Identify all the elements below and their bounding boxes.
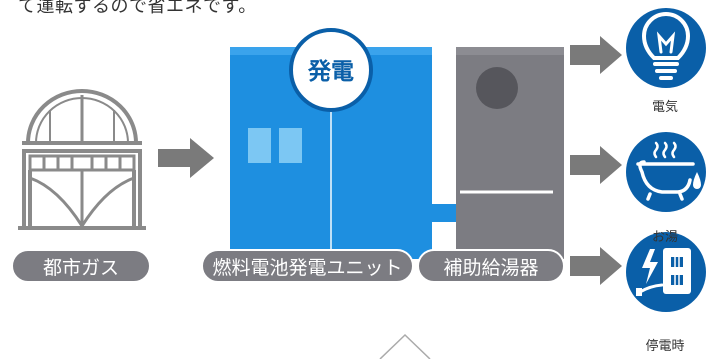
fuel-cell-label: 燃料電池発電ユニット xyxy=(201,249,414,283)
power-generation-label: 発電 xyxy=(307,59,354,85)
fuel-cell-window xyxy=(279,128,302,163)
backup-boiler-label: 補助給湯器 xyxy=(417,249,565,283)
hot-water-circle xyxy=(626,132,706,212)
electricity-label: 電気 xyxy=(651,100,678,115)
water-drop-icon xyxy=(693,172,701,189)
fuel-cell-window xyxy=(248,128,271,163)
city-gas-label: 都市ガス xyxy=(11,249,151,283)
hot-water-label: お湯 xyxy=(651,230,678,245)
outage-label: 停電時 xyxy=(645,339,685,354)
arrow-to-hot-water xyxy=(570,146,622,184)
gas-tank-icon xyxy=(18,89,146,230)
outlet-power-icon xyxy=(636,248,691,296)
arrow-gas-to-fuelcell xyxy=(158,138,214,178)
bathtub-icon xyxy=(636,141,695,201)
callout-pointer xyxy=(379,333,431,359)
intro-text: て運転するので省エネです。 xyxy=(18,0,257,17)
arrow-to-outage xyxy=(570,247,622,285)
power-generation-badge xyxy=(289,28,373,112)
connector-pipe xyxy=(432,204,456,222)
arrow-to-electricity xyxy=(570,36,622,74)
boiler-dial xyxy=(476,67,518,109)
light-bulb-icon xyxy=(641,12,691,80)
